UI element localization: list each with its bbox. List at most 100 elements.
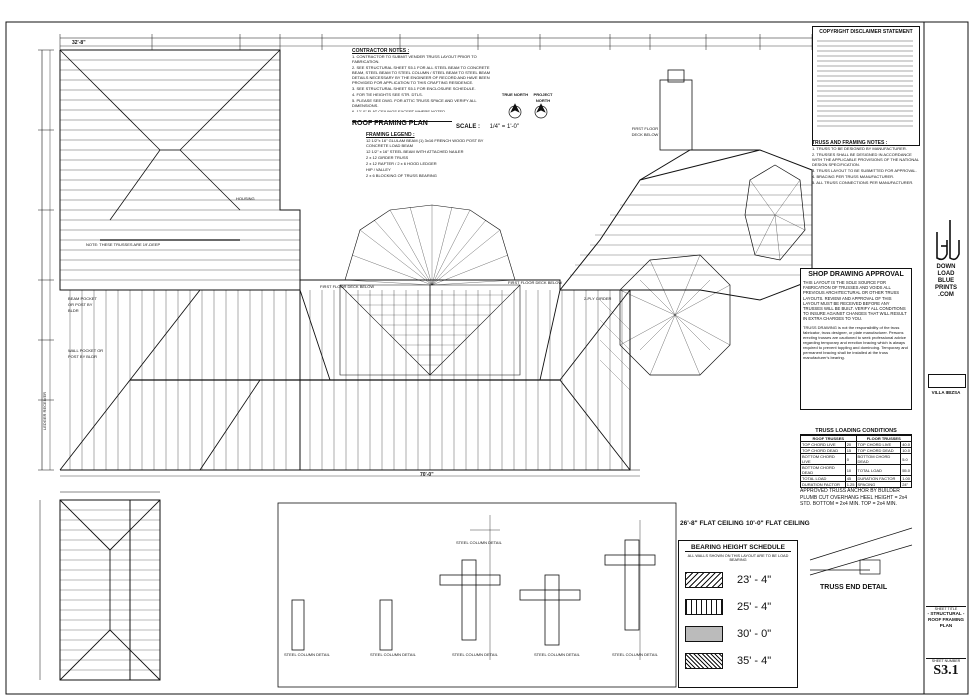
bearing-swatch xyxy=(685,571,723,588)
truss-note: 4. BRACING PER TRUSS MANUFACTURER. xyxy=(812,174,895,179)
truss-end-detail-label: TRUSS END DETAIL xyxy=(820,584,888,591)
anchor-note: APPROVED TRUSS ANCHOR BY BUILDER PLUMB C… xyxy=(800,488,908,507)
copyright-text-lines xyxy=(817,40,913,127)
shop-drawing-box: SHOP DRAWING APPROVAL THIS LAYOUT IS THE… xyxy=(800,268,912,410)
dim-bottom: 70'-0" xyxy=(420,472,434,478)
contractor-note: 2. SEE STRUCTURAL SHEET S5.1 FOR ALL STE… xyxy=(352,65,491,85)
first-floor-deck-label: FIRST FLOOR DECK BELOW xyxy=(320,284,375,289)
scale-row: SCALE : 1/4" = 1'-0" xyxy=(456,124,519,130)
logo-mark xyxy=(936,220,960,261)
logo-line: .COM xyxy=(938,292,954,298)
flat-ceiling-label-2: 10'-0" FLAT CEILING xyxy=(746,520,810,527)
cell: DURATION FACTOR xyxy=(855,475,902,482)
truss-note: 5. ALL TRUSS CONNECTIONS PER MANUFACTURE… xyxy=(812,180,914,185)
logo-text: DOWN LOAD BLUE PRINTS .COM xyxy=(926,264,966,299)
truss-notes-title: TRUSS AND FRAMING NOTES : xyxy=(812,140,888,146)
plan-title-box: ROOF FRAMING PLAN xyxy=(352,112,452,127)
sheet-number: S3.1 xyxy=(933,663,959,678)
shop-drawing-body: THIS LAYOUT IS THE SOLE SOURCE FOR FABRI… xyxy=(803,280,907,322)
loading-grid: ROOF TRUSSES FLOOR TRUSSES TOP CHORD LIV… xyxy=(800,435,912,488)
cell: DURATION FACTOR xyxy=(800,481,846,488)
cell: 0 xyxy=(844,453,857,465)
logo-line: BLUE xyxy=(937,278,955,284)
detail-caption: STEEL COLUMN DETAIL xyxy=(370,652,416,657)
truss-notes-list: 1. TRUSS TO BE DESIGNED BY MANUFACTURER.… xyxy=(812,146,922,185)
copyright-title: COPYRIGHT DISCLAIMER STATEMENT xyxy=(819,29,913,35)
cell: BOTTOM CHORD DEAD xyxy=(855,453,902,465)
sheet-title: - STRUCTURAL - ROOF FRAMING PLAN xyxy=(927,611,965,628)
contractor-note: 3. SEE STRUCTURAL SHEET S5.1 FOR ENCLOSU… xyxy=(352,86,476,91)
legend-item: 2 x 6 BLOCKING OF TRUSS BEARING xyxy=(366,173,437,178)
sheet-number-label: SHEET NUMBER xyxy=(931,659,961,663)
contractor-note: 1. CONTRACTOR TO SUBMIT VENDER TRUSS LAY… xyxy=(352,54,477,64)
bearing-row: 35' - 4" xyxy=(685,647,791,674)
true-north-label: TRUE NORTH xyxy=(501,92,529,97)
bearing-value: 25' - 4" xyxy=(737,600,772,613)
legend-item: 12 1/2"x 16" GLULAM BEAM (1) 3x16 FRENCH… xyxy=(366,138,484,148)
cell: TOP CHORD DEAD xyxy=(855,447,902,454)
detail-caption: STEEL COLUMN DETAIL xyxy=(456,540,502,545)
wall-pocket-label: WALL POCKET OR POST BY BLDR xyxy=(68,348,104,359)
logo-line: LOAD xyxy=(937,271,955,277)
legend-item: 2 x 12 RAFTER / 2 x 6 HOOD LEDGER xyxy=(366,161,437,166)
first-floor-deck-label-2: FIRST FLOOR DECK BELOW xyxy=(508,280,563,285)
logo-line: PRINTS xyxy=(934,285,957,291)
cell: 24" xyxy=(900,481,912,488)
note-trusses: NOTE: THESE TRUSSES ARE 19'-DEEP xyxy=(86,242,161,247)
legend-item: 2 x 12 GIRDER TRUSS xyxy=(366,155,409,160)
legend-item: 12 1/2" x 16" STEEL BEAM WITH ATTACHED N… xyxy=(366,149,464,154)
truss-note: 1. TRUSS TO BE DESIGNED BY MANUFACTURER. xyxy=(812,146,907,151)
contractor-notes: CONTRACTOR NOTES : 1. CONTRACTOR TO SUBM… xyxy=(352,48,502,114)
bearing-swatch xyxy=(685,625,723,642)
contractor-notes-title: CONTRACTOR NOTES : xyxy=(352,48,410,54)
girder-label: 2-PLY GIRDER xyxy=(584,296,612,301)
sheet-title-block: SHEET TITLE - STRUCTURAL - ROOF FRAMING … xyxy=(926,606,966,637)
contractor-notes-list: 1. CONTRACTOR TO SUBMIT VENDER TRUSS LAY… xyxy=(352,54,502,114)
shop-drawing-body-2: TRUSS DRAWING is not the responsibility … xyxy=(803,324,908,360)
contractor-note: 4. FOR TIE HEIGHTS SEE STR. DTLS. xyxy=(352,92,423,97)
bearing-row: 25' - 4" xyxy=(685,593,791,620)
bearing-schedule: BEARING HEIGHT SCHEDULE ALL WALLS SHOWN … xyxy=(678,540,798,688)
copyright-box: COPYRIGHT DISCLAIMER STATEMENT xyxy=(812,26,920,146)
scale-value: 1/4" = 1'-0" xyxy=(489,124,519,130)
detail-caption: STEEL COLUMN DETAIL xyxy=(612,652,658,657)
cell: TOTAL LOAD xyxy=(855,464,902,476)
framing-legend: FRAMING LEGEND : 12 1/2"x 16" GLULAM BEA… xyxy=(366,132,488,208)
ledger-label: LEDGER RECEIVER xyxy=(42,391,47,430)
sheet-number-block: SHEET NUMBER S3.1 xyxy=(926,658,966,693)
contractor-note: 6. 12'-0" FLAT CEILINGS EXCEPT WHERE NOT… xyxy=(352,109,502,114)
cell: 1.25 xyxy=(844,481,857,488)
scale-label: SCALE : xyxy=(456,124,480,130)
detail-caption: STEEL COLUMN DETAIL xyxy=(284,652,330,657)
bearing-subtitle: ALL WALLS SHOWN ON THIS LAYOUT ARE TO BE… xyxy=(687,554,789,562)
cell: BOTTOM CHORD LIVE xyxy=(800,453,846,465)
detail-caption: STEEL COLUMN DETAIL xyxy=(534,652,580,657)
project-logo-block xyxy=(928,374,966,388)
housing-label: HOUSING xyxy=(236,196,255,201)
beam-pocket-label: BEAM POCKET OR POST BY BLDR xyxy=(68,296,97,313)
bearing-swatch xyxy=(685,598,723,615)
cell: 10.0 xyxy=(900,447,912,454)
bearing-value: 30' - 0" xyxy=(737,627,772,640)
plan-title: ROOF FRAMING PLAN xyxy=(352,120,428,127)
framing-legend-title: FRAMING LEGEND : xyxy=(366,132,415,138)
cell: SPACING xyxy=(855,481,902,488)
framing-legend-list: 12 1/2"x 16" GLULAM BEAM (1) 3x16 FRENCH… xyxy=(366,138,488,178)
project-name: VILLA IBIZSA xyxy=(931,390,961,395)
shop-drawing-title: SHOP DRAWING APPROVAL xyxy=(808,271,904,278)
contractor-note: 5. PLEASE SEE DWG. FOR ATTIC TRUSS SPACE… xyxy=(352,98,477,108)
bearing-swatch xyxy=(685,652,723,669)
flat-ceiling-label-1: 26'-8" FLAT CEILING xyxy=(680,520,744,527)
loading-table: TRUSS LOADING CONDITIONS ROOF TRUSSES FL… xyxy=(800,428,912,488)
truss-note: 3. TRUSS LAYOUT TO BE SUBMITTED FOR APPR… xyxy=(812,168,917,173)
logo-line: DOWN xyxy=(936,264,956,270)
bearing-row: 30' - 0" xyxy=(685,620,791,647)
cell: 1.00 xyxy=(900,475,912,482)
bearing-title: BEARING HEIGHT SCHEDULE xyxy=(685,544,791,552)
truss-notes: TRUSS AND FRAMING NOTES : 1. TRUSS TO BE… xyxy=(812,140,922,260)
